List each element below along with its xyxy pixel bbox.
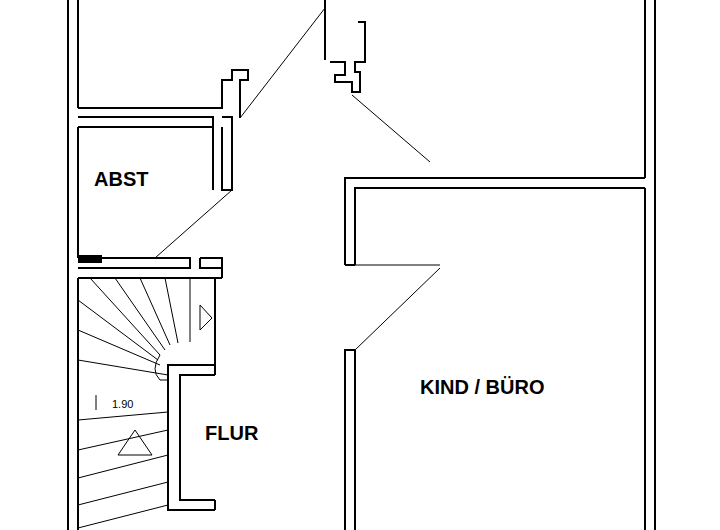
dimension-label: 1.90 [110, 398, 135, 411]
room-label: FLUR [203, 422, 260, 445]
room-label: ABST [92, 168, 150, 191]
room-label: KIND / BÜRO [418, 376, 546, 399]
